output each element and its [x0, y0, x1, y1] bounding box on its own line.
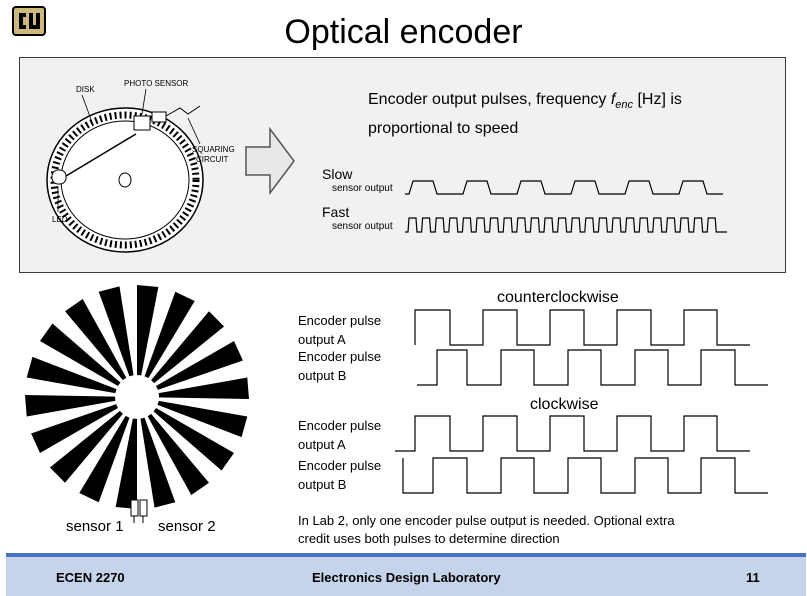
wheel-spoke	[25, 395, 118, 417]
footer-lab-name: Electronics Design Laboratory	[312, 570, 501, 585]
wheel-spoke	[137, 285, 159, 378]
light-beam	[65, 133, 137, 177]
fast-label: Fast	[322, 204, 350, 220]
wheel-hub	[115, 375, 159, 419]
cw-output-a-waveform	[395, 415, 750, 452]
wheel-spoke	[115, 416, 137, 509]
lab-note: In Lab 2, only one encoder pulse output …	[298, 513, 675, 546]
led-icon	[51, 169, 67, 185]
frequency-subscript: enc	[615, 99, 634, 112]
clockwise-heading: clockwise	[530, 396, 599, 413]
wheel-spoke	[79, 414, 131, 503]
wheel-spoke	[40, 323, 122, 387]
wheel-spoke	[31, 403, 120, 453]
footer-rule	[6, 553, 806, 557]
counterclockwise-heading: counterclockwise	[497, 289, 619, 306]
footer-page-number: 11	[746, 570, 760, 585]
encoder-description: Encoder output pulses, frequency fenc [H…	[368, 88, 768, 141]
photo-sensor-label: PHOTO SENSOR	[124, 79, 189, 88]
wheel-spoke	[143, 291, 195, 380]
squaring-label: SQUARING	[192, 145, 235, 154]
wheel-spoke	[154, 341, 243, 391]
photo-sensor-icon	[133, 105, 201, 131]
wheel-spoke	[65, 299, 128, 382]
wheel-spoke	[156, 377, 249, 399]
cw-output-b-waveform	[402, 457, 768, 494]
slow-label: Slow	[322, 166, 353, 182]
slow-sensor-output-label: sensor output	[332, 183, 393, 194]
wheel-spoke	[49, 409, 125, 483]
cu-logo	[12, 6, 46, 36]
wheel-spoke	[155, 400, 248, 438]
fast-waveform	[405, 217, 727, 233]
sensor-1-label: sensor 1	[66, 518, 124, 535]
circuit-label: CIRCUIT	[196, 155, 229, 164]
right-arrow-icon	[245, 127, 295, 195]
wheel-spoke	[146, 412, 209, 495]
page-title: Optical encoder	[284, 13, 523, 51]
direction-waveforms	[395, 309, 768, 494]
footer: ECEN 2270 Electronics Design Laboratory …	[6, 557, 806, 596]
slow-waveform	[405, 180, 723, 195]
wheel-spoke	[140, 415, 176, 508]
wheel-spoke	[152, 407, 234, 471]
description-line-1: Encoder output pulses, frequency fenc [H…	[368, 91, 682, 112]
wheel-spoke	[26, 356, 119, 394]
wheel-spokes	[25, 285, 249, 509]
ccw-output-b-waveform	[417, 349, 768, 386]
wheel-spoke	[98, 286, 134, 379]
fast-sensor-output-label: sensor output	[332, 221, 393, 232]
encoder-disk	[46, 107, 204, 253]
encoder-disk-diagram: DISK PHOTO SENSOR SQUARING CIRCUIT LED	[46, 79, 235, 253]
led-label: LED	[52, 215, 68, 224]
description-line-2: proportional to speed	[368, 120, 519, 138]
encoder-wheel	[25, 285, 249, 523]
footer-course: ECEN 2270	[56, 570, 125, 585]
frequency-symbol: f	[610, 91, 616, 108]
disk-label: DISK	[76, 85, 95, 94]
sensor-2-label: sensor 2	[158, 518, 216, 535]
ccw-output-a-waveform	[414, 309, 750, 346]
speed-waveforms	[405, 180, 727, 233]
sensor-icon	[130, 499, 148, 523]
wheel-spoke	[149, 311, 225, 385]
